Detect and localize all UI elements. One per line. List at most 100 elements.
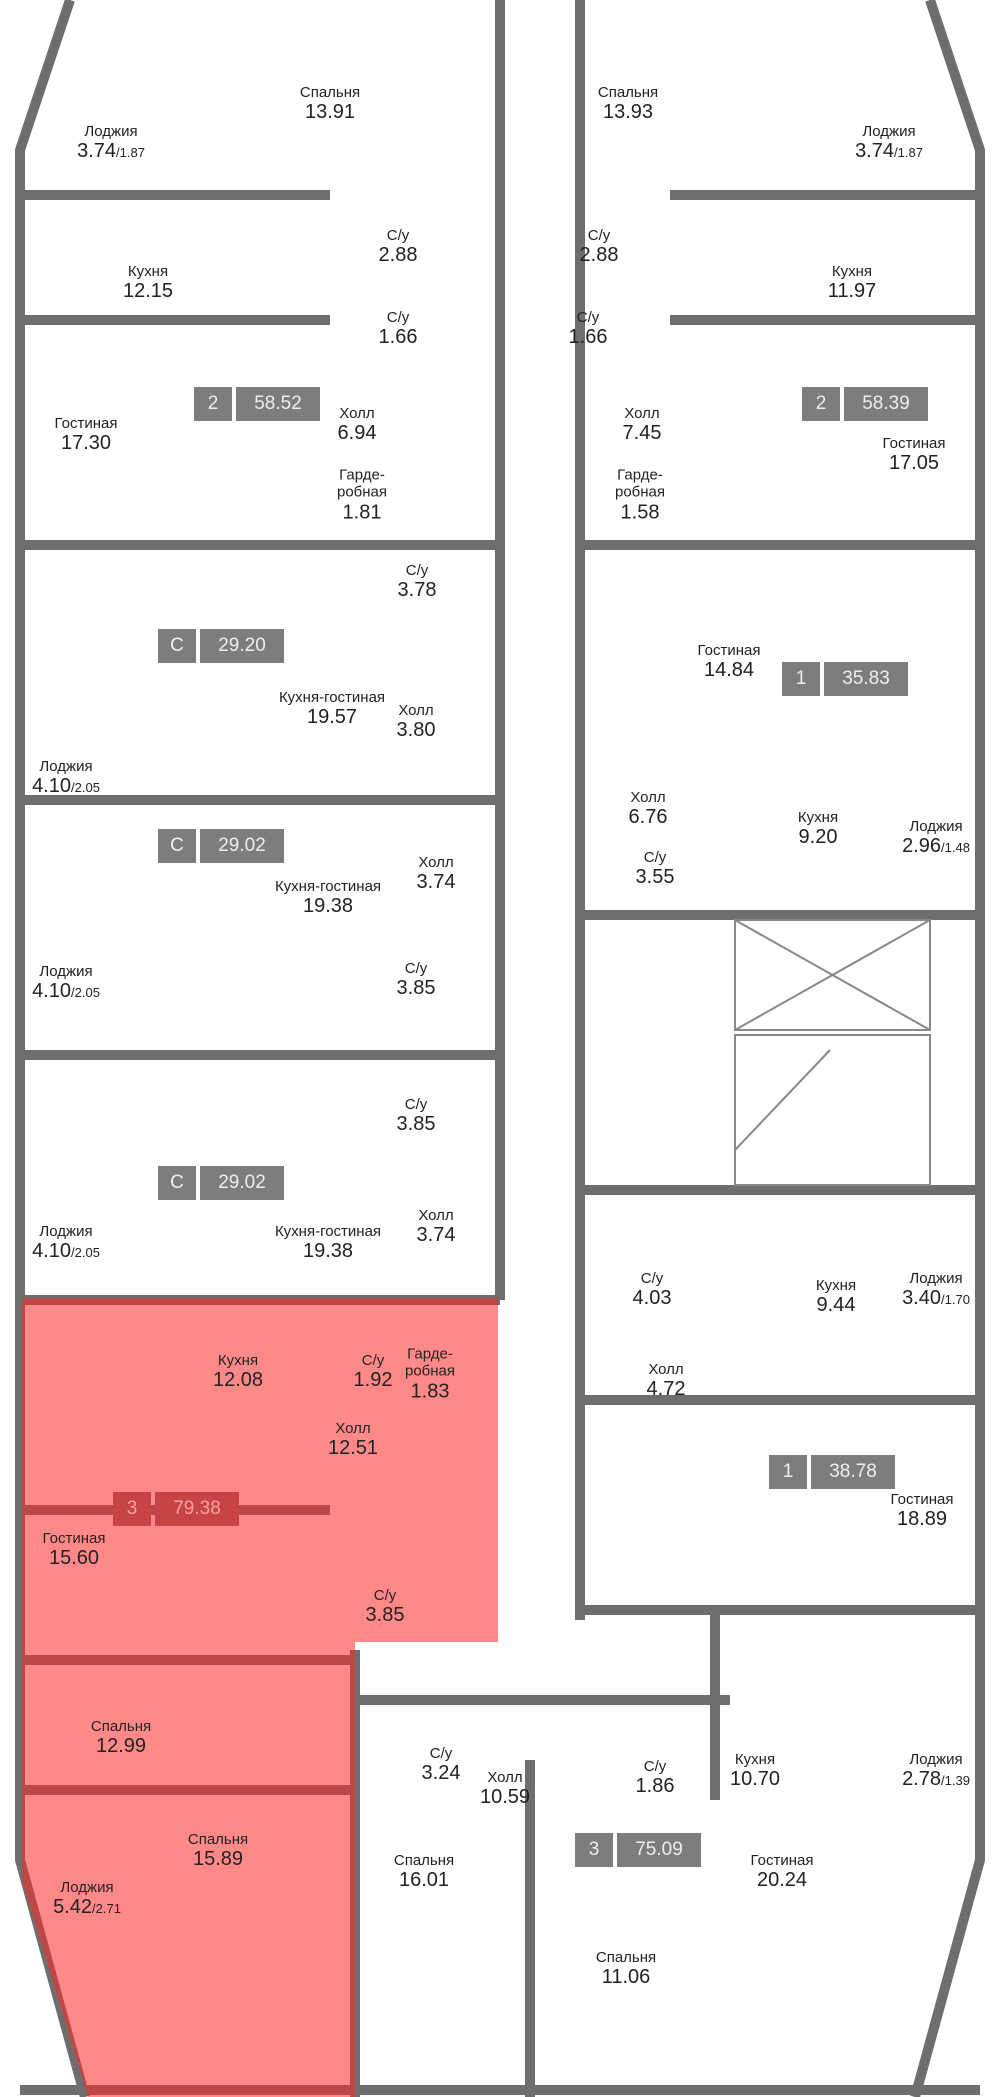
- room-area: 3.74: [417, 1224, 456, 1247]
- room-name: С/у: [576, 308, 600, 326]
- apartment-type: С: [158, 829, 196, 863]
- room-area-value: 14.84: [703, 659, 755, 682]
- apartment-area: 79.38: [155, 1492, 239, 1526]
- room-area: 3.74: [417, 871, 456, 894]
- room-name: Гостиная: [890, 1490, 954, 1508]
- apartment-type: С: [158, 1166, 196, 1200]
- room-area: 4.72: [647, 1378, 686, 1401]
- room-name: Лоджия: [39, 962, 93, 980]
- room-area-value: 15.89: [192, 1848, 244, 1871]
- room-area: 19.57: [279, 706, 385, 729]
- room-name: Холл: [630, 788, 666, 806]
- room-area-value: 5.42: [53, 1896, 92, 1919]
- room-area-value: 1.92: [353, 1369, 393, 1392]
- room-area: 10.59: [480, 1786, 530, 1809]
- room-area-reduced: 2.05: [74, 780, 100, 796]
- room-area: 3.74/1.87: [855, 140, 923, 163]
- apartment-area: 29.20: [200, 629, 284, 663]
- room-area-value: 15.60: [48, 1547, 100, 1570]
- room-name: Кухня-гостиная: [274, 877, 382, 895]
- room-area: 1.83: [405, 1380, 455, 1403]
- room-name: Кухня-гостиная: [278, 688, 386, 706]
- room-area: 15.60: [43, 1547, 106, 1570]
- room-name: Лоджия: [84, 122, 138, 140]
- room-area: 13.93: [598, 101, 658, 124]
- room-area: 1.81: [337, 501, 387, 524]
- room-area-value: 17.30: [60, 432, 112, 455]
- room-area-value: 19.57: [306, 706, 358, 729]
- room-name: Гостиная: [697, 641, 761, 659]
- room-area: 9.44: [816, 1294, 856, 1317]
- room-area: 19.38: [275, 1240, 381, 1263]
- room-area-value: 12.08: [212, 1369, 264, 1392]
- room-name: Лоджия: [862, 122, 916, 140]
- room-area-reduced: 2.71: [95, 1901, 121, 1917]
- room-name: Лоджия: [39, 757, 93, 775]
- room-area-value: 3.80: [396, 719, 436, 742]
- room-area: 1.66: [379, 326, 418, 349]
- room-name: Спальня: [393, 1851, 455, 1869]
- room-area: 3.85: [366, 1604, 405, 1627]
- room-area-value: 3.85: [365, 1604, 405, 1627]
- room-area: 18.89: [891, 1508, 954, 1531]
- room-area-value: 1.66: [568, 326, 608, 349]
- room-area-value: 3.24: [421, 1762, 461, 1785]
- room-name: Гарде- робная: [336, 466, 388, 501]
- room-area: 4.10/2.05: [32, 775, 100, 798]
- room-area: 10.70: [730, 1768, 780, 1791]
- room-area-value: 2.78: [902, 1768, 941, 1791]
- room-area: 4.10/2.05: [32, 1240, 100, 1263]
- room-area: 2.78/1.39: [902, 1768, 970, 1791]
- room-area: 5.42/2.71: [53, 1896, 121, 1919]
- room-area: 1.58: [615, 501, 665, 524]
- room-area-value: 4.10: [32, 980, 71, 1003]
- apartment-type: 3: [575, 1833, 613, 1867]
- room-name: Гостиная: [750, 1851, 814, 1869]
- room-area: 1.66: [569, 326, 608, 349]
- room-name: С/у: [361, 1351, 385, 1369]
- room-area-value: 2.96: [902, 835, 941, 858]
- room-name: Спальня: [299, 83, 361, 101]
- room-area-value: 9.20: [798, 826, 838, 849]
- apartment-area: 38.78: [811, 1455, 895, 1489]
- apartment-area: 75.09: [617, 1833, 701, 1867]
- room-name: С/у: [643, 1757, 667, 1775]
- apartment-type: 3: [113, 1492, 151, 1526]
- room-name: Лоджия: [39, 1222, 93, 1240]
- apartment-area: 58.39: [844, 387, 928, 421]
- room-area: 2.96/1.48: [902, 835, 970, 858]
- room-area-value: 4.03: [632, 1287, 672, 1310]
- room-area: 12.99: [91, 1735, 151, 1758]
- room-area-value: 3.74: [855, 140, 894, 163]
- room-name: С/у: [386, 226, 410, 244]
- apartment-type: 1: [782, 662, 820, 696]
